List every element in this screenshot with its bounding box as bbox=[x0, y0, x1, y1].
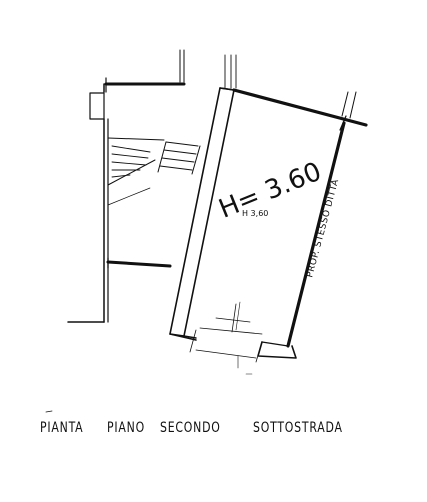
caption-word-secondo: SECONDO bbox=[160, 420, 221, 436]
staircase bbox=[107, 137, 201, 206]
drawing-caption: PIANTA PIANO SECONDO SOTTOSTRADA bbox=[0, 420, 427, 450]
caption-word-pianta: PIANTA bbox=[40, 420, 84, 436]
caption-word-piano: PIANO bbox=[107, 420, 145, 436]
main-room-walls bbox=[45, 54, 368, 413]
neighbor-property-label: PROP. STESSO DITTA bbox=[305, 178, 341, 279]
ceiling-height-label: H= 3.60 bbox=[215, 157, 326, 225]
left-building-walls bbox=[67, 49, 186, 323]
caption-word-sottostrada: SOTTOSTRADA bbox=[253, 420, 343, 436]
ceiling-height-small-label: H 3,60 bbox=[242, 209, 268, 218]
